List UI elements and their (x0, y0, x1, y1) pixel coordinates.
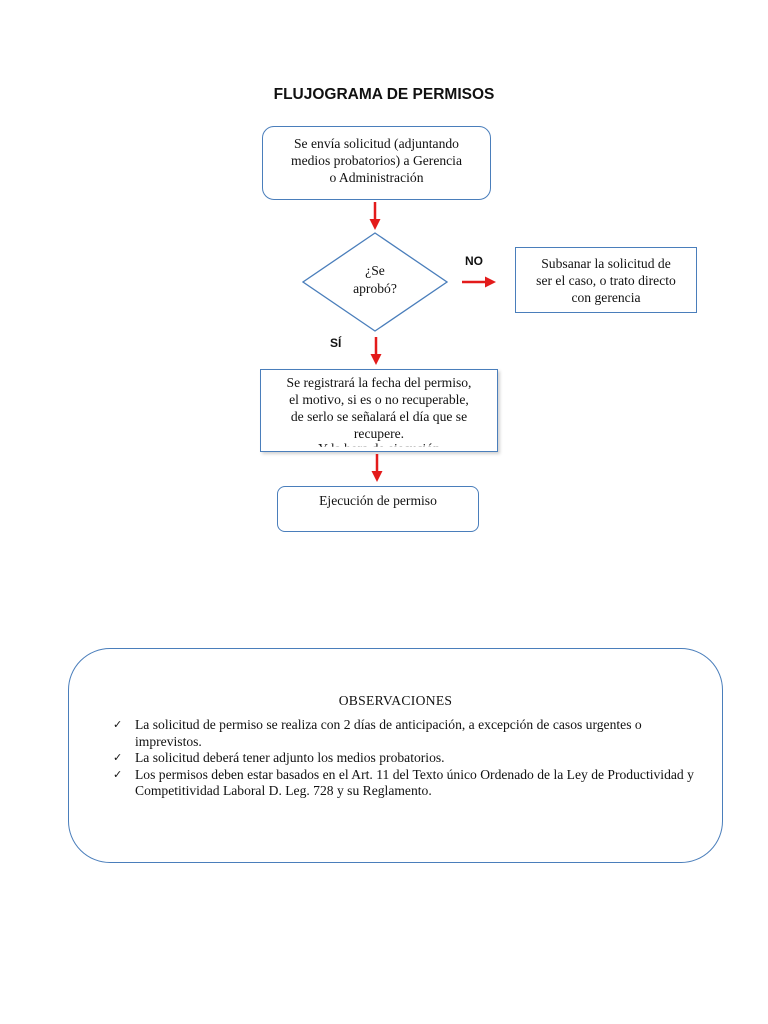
observation-text: La solicitud deberá tener adjunto los me… (135, 750, 445, 765)
check-icon: ✓ (113, 767, 123, 781)
no-label: NO (465, 254, 483, 268)
list-item: ✓ Los permisos deben estar basados en el… (113, 767, 705, 800)
fix-request-line: con gerencia (571, 289, 641, 305)
register-permission-box: Se registrará la fecha del permiso, el m… (260, 369, 498, 452)
check-icon: ✓ (113, 751, 123, 764)
send-request-line: Se envía solicitud (adjuntando (294, 136, 459, 151)
register-line: de serlo se señalará el día que se (290, 409, 468, 424)
arrow-down-icon (371, 454, 383, 482)
observation-text: La solicitud de permiso se realiza con 2… (135, 717, 642, 749)
register-overflow-text: Y la hora de ejecución (318, 441, 440, 452)
observation-text: Los permisos deben estar basados en el A… (135, 766, 694, 799)
list-item: ✓ La solicitud de permiso se realiza con… (113, 717, 705, 750)
observations-panel: OBSERVACIONES ✓ La solicitud de permiso … (68, 648, 723, 863)
list-item: ✓ La solicitud deberá tener adjunto los … (113, 750, 705, 767)
fix-request-line: ser el caso, o trato directo (536, 272, 676, 288)
approval-decision: ¿Se aprobó? (302, 232, 448, 332)
arrow-down-icon (370, 337, 382, 365)
observations-list: ✓ La solicitud de permiso se realiza con… (113, 717, 705, 800)
register-line: el motivo, si es o no recuperable, (289, 392, 469, 407)
send-request-line: medios probatorios) a Gerencia (291, 153, 462, 168)
fix-request-line: Subsanar la solicitud de (541, 255, 671, 271)
arrow-right-icon (462, 276, 496, 288)
check-icon: ✓ (113, 718, 123, 731)
register-line: recupere. (353, 426, 405, 441)
decision-label: ¿Se (365, 263, 385, 278)
diagram-title: FLUJOGRAMA DE PERMISOS (273, 86, 495, 103)
observations-title: OBSERVACIONES (338, 693, 453, 708)
decision-diamond-shape (302, 232, 448, 332)
decision-label: aprobó? (353, 281, 397, 296)
execute-permission-box: Ejecución de permiso (277, 486, 479, 532)
arrow-down-icon (369, 202, 381, 230)
register-line: Se registrará la fecha del permiso, (286, 375, 472, 390)
send-request-line: o Administración (329, 170, 424, 185)
yes-label: SÍ (330, 336, 342, 350)
fix-request-box: Subsanar la solicitud de ser el caso, o … (515, 247, 697, 313)
send-request-box: Se envía solicitud (adjuntando medios pr… (262, 126, 491, 200)
execute-label: Ejecución de permiso (319, 493, 437, 508)
